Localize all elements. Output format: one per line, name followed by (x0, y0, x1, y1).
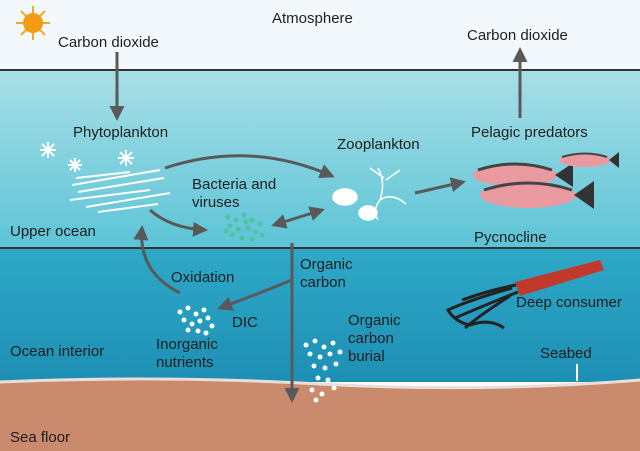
zoo-to-predators-arrow (414, 177, 466, 195)
phyto-to-zoo-arrow (164, 154, 335, 179)
pelagic-predators-label: Pelagic predators (471, 124, 588, 141)
ocean-interior-zone (0, 248, 640, 382)
dic-label: DIC (232, 314, 258, 331)
seabed-label: Seabed (540, 345, 592, 362)
carbon-dioxide-uptake-label: Carbon dioxide (58, 34, 159, 51)
organic-carbon-burial-label: Organic carbon burial (348, 312, 401, 365)
zooplankton-icon (332, 167, 407, 221)
bacteria-zoo-arrow (271, 206, 325, 229)
atmosphere-zone (0, 0, 640, 70)
dic-cluster-icon (177, 305, 215, 336)
carbon-to-dic-arrow (217, 278, 293, 311)
seabed-zone (0, 378, 640, 451)
phytoplankton-label: Phytoplankton (73, 124, 169, 141)
sea-floor-label: Sea floor (10, 429, 71, 446)
zooplankton-label: Zooplankton (337, 136, 420, 153)
organic-carbon-label: Organic carbon (300, 256, 353, 291)
deep-consumer-label: Deep consumer (516, 294, 622, 311)
upper-ocean-zone (0, 70, 640, 248)
bacteria-viruses-label: Bacteria and viruses (192, 176, 277, 211)
deep-consumer-squid-icon (445, 260, 604, 330)
atmosphere-label: Atmosphere (272, 10, 353, 27)
oxidation-label: Oxidation (171, 269, 235, 286)
bacteria-cluster-icon (223, 212, 265, 242)
upper-ocean-label: Upper ocean (10, 223, 96, 240)
organic-carbon-burial-icon (303, 338, 343, 403)
pycnocline-label: Pycnocline (474, 229, 547, 246)
ocean-interior-label: Ocean interior (10, 343, 105, 360)
pelagic-predators-icon (473, 152, 619, 209)
oxidation-arrow (133, 225, 181, 295)
carbon-dioxide-release-label: Carbon dioxide (467, 27, 568, 44)
seabed-line (0, 377, 640, 390)
inorganic-nutrients-label: Inorganic nutrients (156, 336, 218, 371)
phyto-to-bacteria-arrow (148, 208, 208, 237)
phytoplankton-icon (40, 142, 171, 213)
sun-icon (16, 6, 50, 40)
